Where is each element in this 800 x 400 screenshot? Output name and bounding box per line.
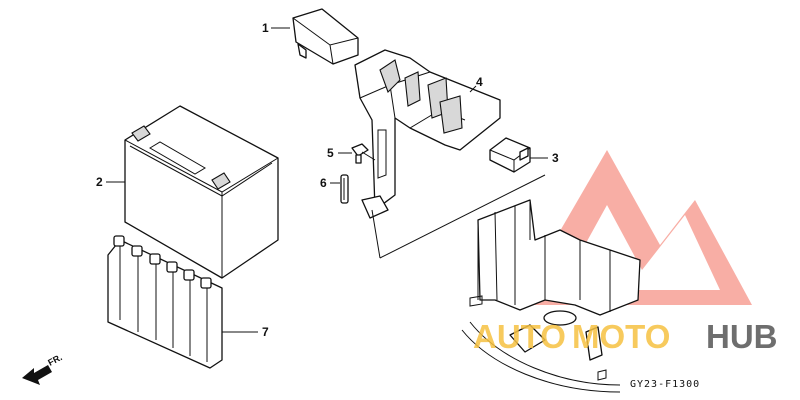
callout-3: 3 bbox=[552, 151, 559, 165]
part-5-bolt bbox=[351, 143, 376, 164]
callout-6: 6 bbox=[320, 176, 327, 190]
callout-2: 2 bbox=[96, 175, 103, 189]
part-3-relay bbox=[489, 137, 531, 173]
callout-7: 7 bbox=[262, 325, 269, 339]
part-7-electrolyte-pack bbox=[107, 235, 223, 369]
leader-lines bbox=[106, 27, 548, 333]
callout-4: 4 bbox=[476, 75, 483, 89]
battery-tray-frame bbox=[379, 174, 641, 393]
front-direction-indicator: FR. bbox=[22, 352, 64, 385]
callout-labels: 1 2 3 4 5 6 7 bbox=[96, 21, 559, 339]
watermark-text: AUTO MOTO HUB bbox=[473, 318, 778, 355]
watermark-hub: HUB bbox=[706, 318, 778, 355]
direction-label: FR. bbox=[46, 352, 63, 368]
part-1-relay-cap bbox=[292, 8, 359, 65]
drawing-code: GY23-F1300 bbox=[630, 379, 700, 390]
part-2-battery bbox=[124, 105, 279, 279]
arrow-left-icon bbox=[22, 365, 52, 385]
callout-5: 5 bbox=[327, 146, 334, 160]
watermark-logo bbox=[517, 150, 752, 305]
watermark-moto: MOTO bbox=[572, 318, 670, 355]
part-6-fuse bbox=[340, 174, 349, 204]
watermark-auto: AUTO bbox=[473, 318, 566, 355]
part-4-bracket bbox=[354, 49, 501, 259]
callout-1: 1 bbox=[262, 21, 269, 35]
